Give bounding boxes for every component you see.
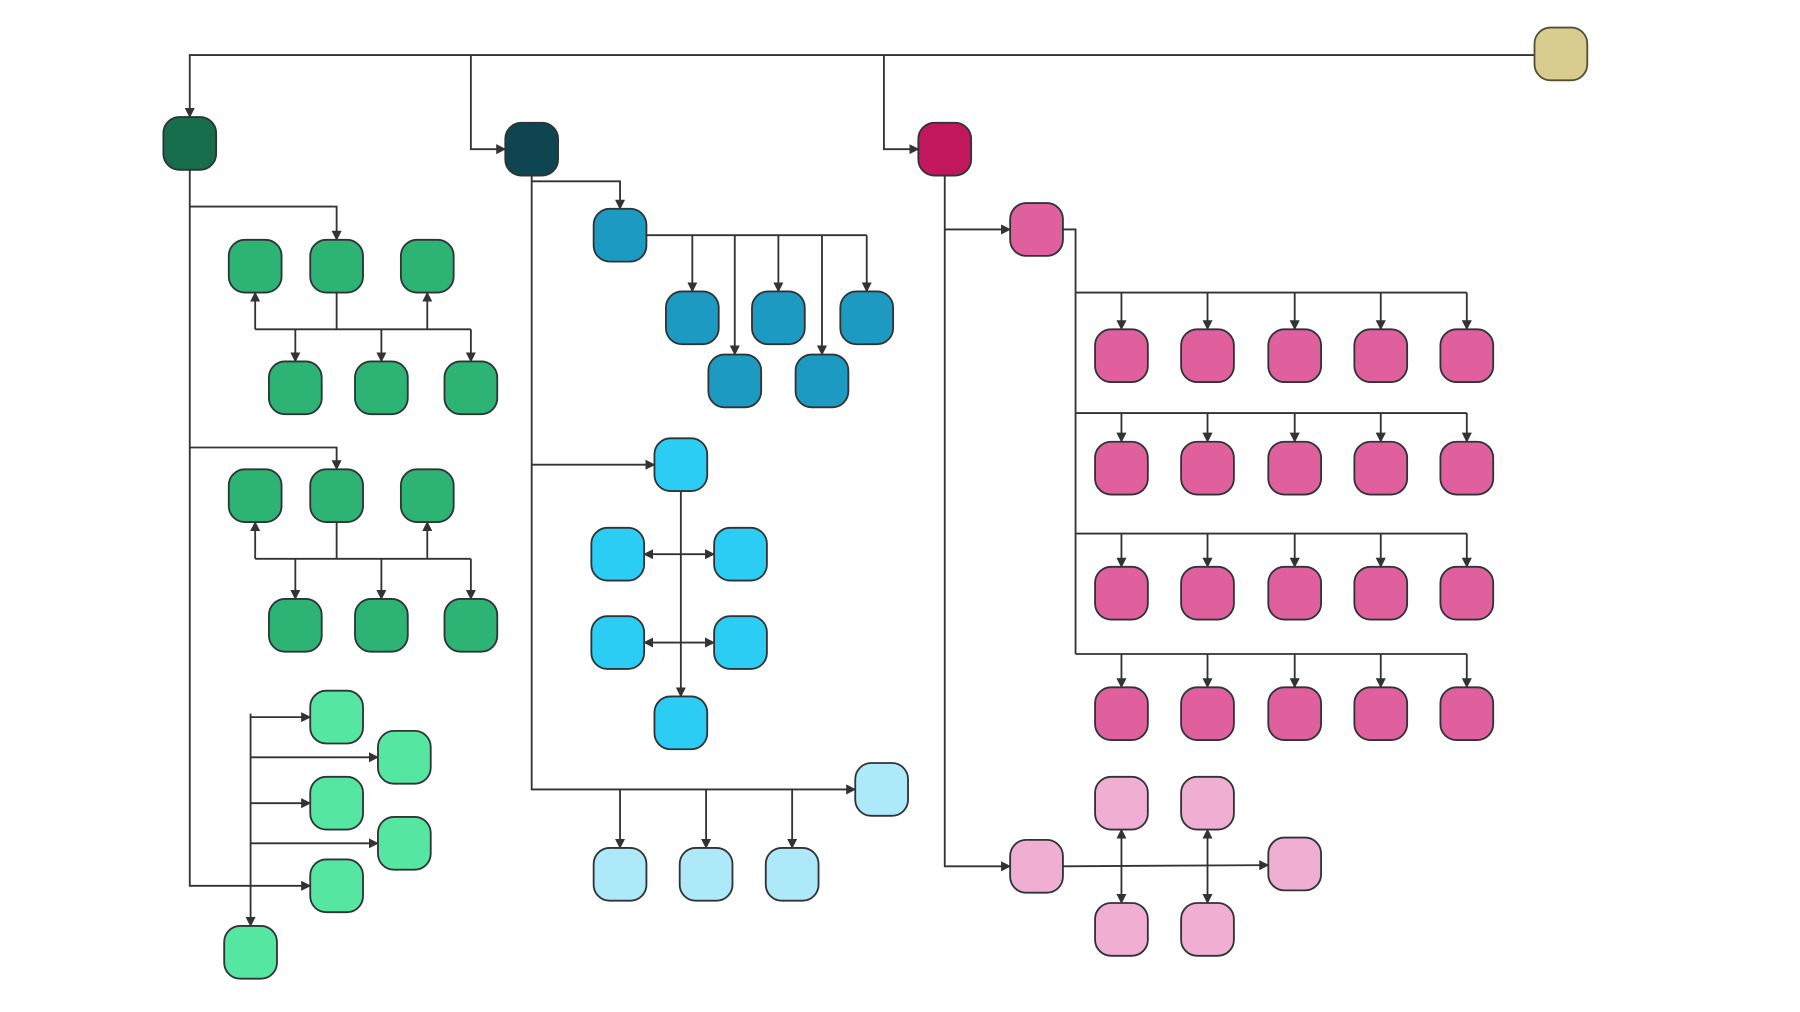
node-pink-r3-c4[interactable]	[1353, 565, 1409, 621]
node-pink-r2-c5[interactable]	[1439, 440, 1495, 496]
edge-connector	[943, 175, 1012, 872]
node-green-a-bottom-1[interactable]	[268, 360, 323, 416]
node-pink-b-end[interactable]	[1267, 836, 1323, 892]
node-green-a-top-3[interactable]	[399, 238, 455, 294]
node-pink-b-hub[interactable]	[1009, 838, 1064, 894]
node-pink-r4-c4[interactable]	[1353, 686, 1409, 741]
node-pink-r3-c2[interactable]	[1180, 565, 1235, 621]
node-green-b-bottom-3[interactable]	[443, 598, 499, 653]
node-green-c-3[interactable]	[309, 775, 364, 831]
node-pink-r1-c5[interactable]	[1439, 328, 1495, 383]
node-pink-r3-c5[interactable]	[1439, 565, 1495, 621]
node-teal-3[interactable]	[751, 290, 806, 346]
node-green-c-4[interactable]	[377, 816, 432, 871]
node-green-c-2[interactable]	[377, 729, 432, 785]
node-teal-6[interactable]	[794, 353, 850, 409]
node-teal-4[interactable]	[839, 290, 895, 346]
node-pink-r1-c3[interactable]	[1267, 328, 1323, 383]
edge-connector	[1062, 860, 1270, 871]
node-green-c-6[interactable]	[223, 925, 278, 980]
edge-connector	[189, 205, 342, 241]
node-teal-root[interactable]	[504, 121, 559, 177]
node-root[interactable]	[1533, 26, 1589, 82]
node-pink-r2-c4[interactable]	[1353, 440, 1409, 496]
node-pink-r3-c1[interactable]	[1094, 565, 1149, 621]
node-green-b-bottom-2[interactable]	[354, 598, 409, 653]
node-cyan-4[interactable]	[590, 615, 646, 670]
node-teal-2[interactable]	[665, 290, 720, 346]
node-pale-cyan-1[interactable]	[592, 847, 648, 902]
node-cyan-3[interactable]	[713, 526, 768, 582]
node-pink-r4-c5[interactable]	[1439, 686, 1495, 741]
node-pink-b-down-2[interactable]	[1180, 902, 1235, 957]
nodes-layer	[162, 26, 1589, 980]
node-teal-1[interactable]	[592, 207, 648, 263]
node-pink-r4-c3[interactable]	[1267, 686, 1323, 741]
node-cyan-5[interactable]	[713, 615, 768, 670]
node-cyan-1[interactable]	[653, 437, 709, 493]
node-pink-r2-c1[interactable]	[1094, 440, 1149, 496]
edge-connector	[469, 55, 507, 155]
node-green-b-top-2[interactable]	[309, 468, 364, 523]
edge-connector	[883, 55, 920, 155]
node-magenta-root[interactable]	[917, 121, 973, 177]
edges-layer	[184, 54, 1535, 927]
edge-connector	[189, 446, 342, 471]
node-teal-5[interactable]	[707, 353, 763, 409]
node-pink-b-down-1[interactable]	[1094, 902, 1149, 957]
node-pink-r1-c4[interactable]	[1353, 328, 1409, 383]
edge-connector	[184, 54, 1535, 119]
node-pink-r4-c1[interactable]	[1094, 686, 1149, 741]
node-pink-r1-c1[interactable]	[1094, 328, 1149, 383]
node-pink-r2-c3[interactable]	[1267, 440, 1323, 496]
node-green-a-top-2[interactable]	[309, 238, 364, 294]
node-green-a-bottom-2[interactable]	[354, 360, 409, 416]
node-green-root[interactable]	[162, 116, 218, 171]
node-pink-r1-c2[interactable]	[1180, 328, 1235, 383]
node-pink-hub[interactable]	[1009, 202, 1064, 257]
edge-connector	[531, 180, 626, 210]
node-green-b-top-3[interactable]	[399, 468, 455, 523]
node-green-c-5[interactable]	[309, 858, 364, 914]
node-green-c-1[interactable]	[309, 689, 364, 745]
node-green-b-bottom-1[interactable]	[268, 598, 323, 653]
edge-connector	[530, 175, 857, 795]
edge-connector	[188, 169, 251, 887]
node-green-a-bottom-3[interactable]	[443, 360, 499, 416]
node-pale-cyan-3[interactable]	[764, 847, 820, 902]
node-pink-r3-c3[interactable]	[1267, 565, 1323, 621]
edge-connector	[1062, 228, 1077, 655]
node-pink-r2-c2[interactable]	[1180, 440, 1235, 496]
node-pink-b-up-1[interactable]	[1094, 775, 1149, 831]
node-pale-cyan-end[interactable]	[854, 762, 909, 817]
node-pink-b-up-2[interactable]	[1180, 775, 1235, 831]
node-green-b-top-1[interactable]	[227, 468, 283, 523]
node-green-a-top-1[interactable]	[227, 238, 283, 294]
node-pale-cyan-2[interactable]	[678, 847, 734, 902]
node-cyan-6[interactable]	[653, 695, 709, 751]
node-cyan-2[interactable]	[590, 526, 646, 582]
node-pink-r4-c2[interactable]	[1180, 686, 1235, 741]
